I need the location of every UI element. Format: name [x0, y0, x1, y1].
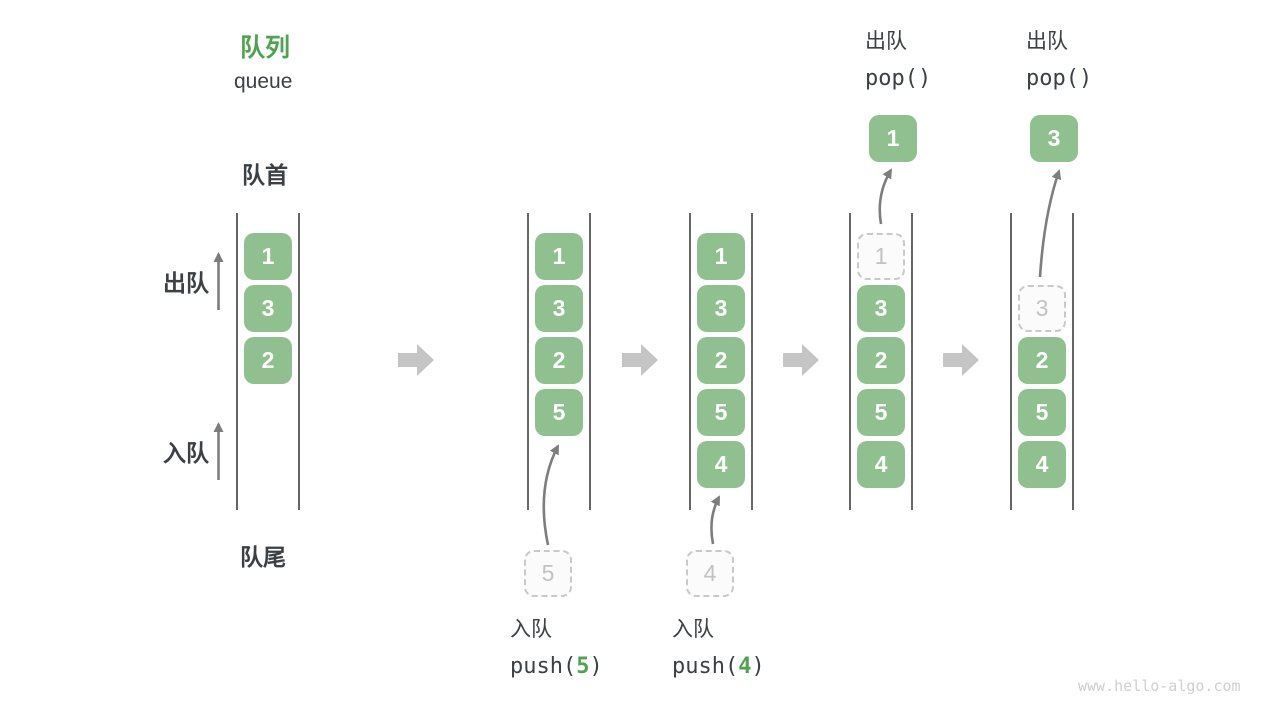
flying-box: 3 — [1030, 115, 1078, 162]
queue-box: 2 — [1018, 337, 1066, 384]
pop-caption-code: pop() — [1026, 65, 1093, 91]
push-arrow-icon — [542, 444, 560, 546]
queue-box: 2 — [535, 337, 583, 384]
queue-subtitle: queue — [234, 70, 293, 93]
queue-box: 3 — [857, 285, 905, 332]
queue-box-removed: 3 — [1018, 285, 1066, 332]
queue-box-removed: 1 — [857, 233, 905, 280]
pop-caption-action: 出队 — [1026, 30, 1068, 53]
queue-box: 5 — [857, 389, 905, 436]
queue-title: 队列 — [240, 34, 291, 62]
pop-caption-action: 出队 — [865, 30, 907, 53]
queue-box: 4 — [697, 441, 745, 488]
dequeue-label: 出队 — [163, 270, 209, 296]
front-label: 队首 — [242, 162, 288, 188]
queue-box: 2 — [697, 337, 745, 384]
queue-box: 4 — [857, 441, 905, 488]
push-caption-action: 入队 — [672, 618, 714, 641]
push-arrow-icon — [710, 495, 721, 545]
queue-box: 1 — [244, 233, 292, 280]
push-caption: 入队 push(5) — [510, 612, 603, 685]
block-arrow-icon — [622, 344, 658, 376]
push-caption: 入队 push(4) — [672, 612, 765, 685]
queue-box: 1 — [535, 233, 583, 280]
queue-box: 5 — [535, 389, 583, 436]
push-caption-code: push(4) — [672, 653, 765, 679]
pop-arrow-icon — [878, 168, 893, 225]
queue-box: 5 — [1018, 389, 1066, 436]
queue-box: 4 — [1018, 441, 1066, 488]
queue-box: 1 — [697, 233, 745, 280]
push-caption-action: 入队 — [510, 618, 552, 641]
queue-box: 3 — [697, 285, 745, 332]
watermark: www.hello-algo.com — [1078, 677, 1241, 695]
pop-caption: 出队 pop() — [1026, 24, 1092, 97]
block-arrow-icon — [943, 344, 979, 376]
pending-box: 5 — [524, 550, 572, 597]
pop-caption: 出队 pop() — [865, 24, 931, 97]
queue-box: 3 — [244, 285, 292, 332]
flying-box: 1 — [869, 115, 917, 162]
push-caption-arg: 5 — [576, 653, 590, 679]
pending-box: 4 — [686, 550, 734, 597]
enqueue-label: 入队 — [163, 440, 209, 466]
block-arrow-icon — [783, 344, 819, 376]
pop-caption-code: pop() — [865, 65, 932, 91]
rear-label: 队尾 — [240, 544, 286, 570]
push-caption-arg: 4 — [738, 653, 752, 679]
queue-box: 2 — [857, 337, 905, 384]
queue-box: 2 — [244, 337, 292, 384]
queue-box: 3 — [535, 285, 583, 332]
block-arrow-icon — [398, 344, 434, 376]
push-caption-code: push(5) — [510, 653, 603, 679]
queue-box: 5 — [697, 389, 745, 436]
pop-arrow-icon — [1038, 169, 1062, 278]
